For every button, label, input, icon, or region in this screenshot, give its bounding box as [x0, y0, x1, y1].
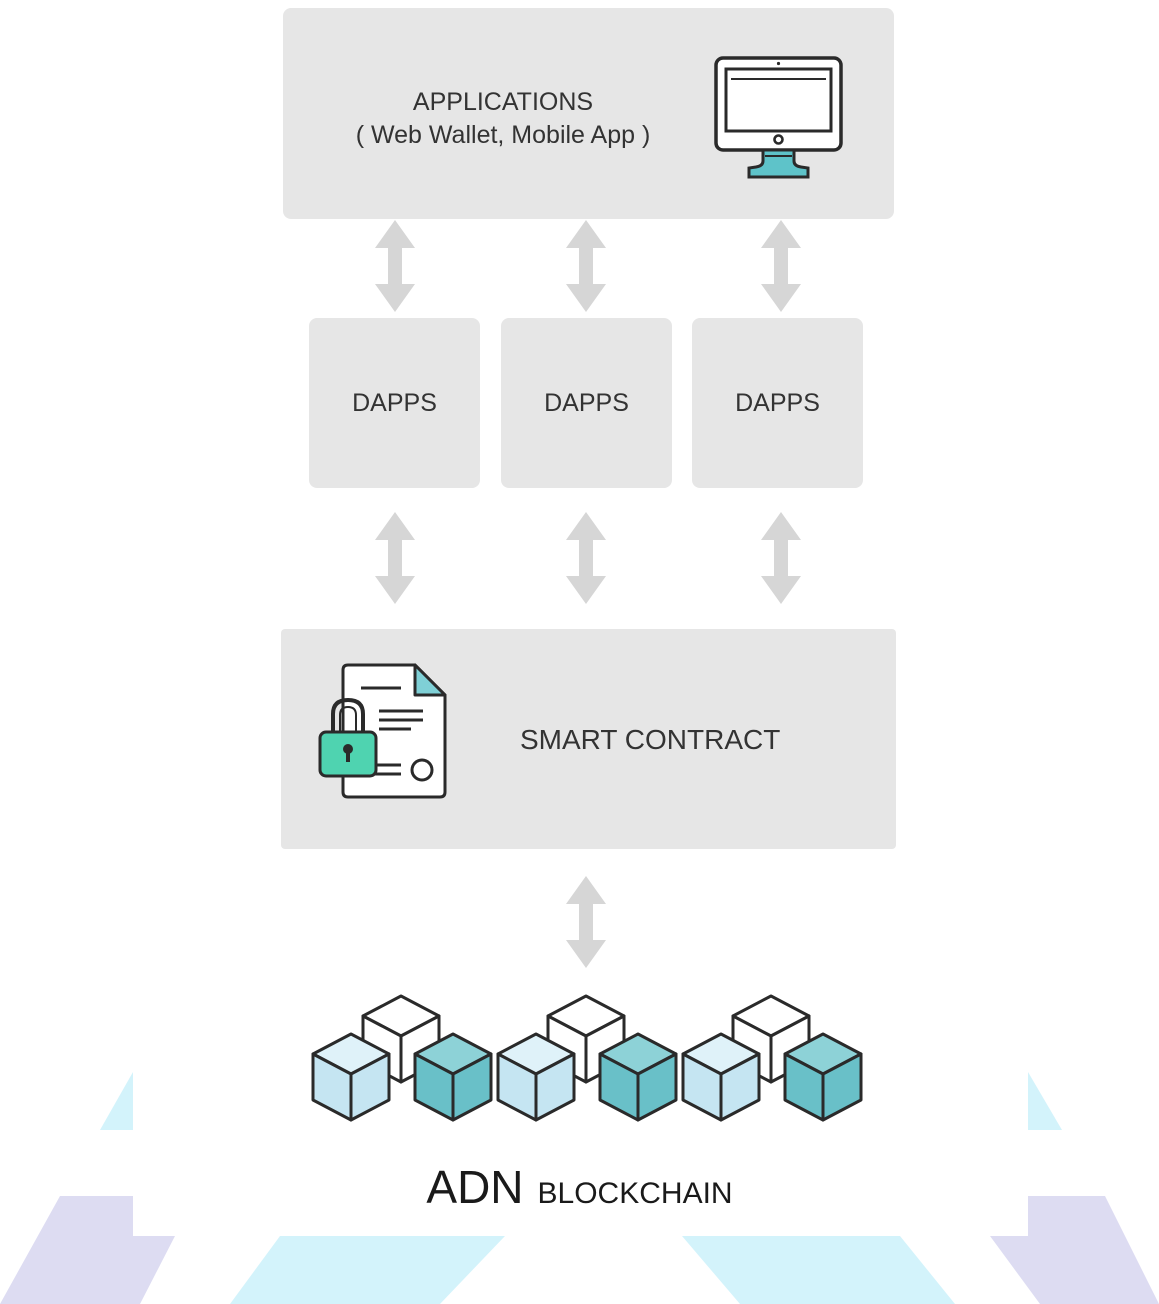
arrow-contract-blockchain: [566, 876, 606, 968]
arrow-dapp-contract-2: [566, 512, 606, 604]
dapp-label: DAPPS: [735, 388, 820, 417]
dapp-box-2: DAPPS: [501, 318, 672, 488]
applications-title: APPLICATIONS: [412, 88, 594, 116]
blockchain-name: ADN: [426, 1161, 524, 1213]
blockchain-word: BLOCKCHAIN: [537, 1177, 733, 1210]
dapp-box-1: DAPPS: [309, 318, 480, 488]
bg-shape-lavender-left: [0, 1196, 175, 1304]
dapp-box-3: DAPPS: [692, 318, 863, 488]
bg-shape-cyan-left-top: [100, 1072, 133, 1130]
cube-group-3: [681, 994, 863, 1122]
smart-contract-panel: SMART CONTRACT: [281, 629, 896, 849]
applications-text: APPLICATIONS ( Web Wallet, Mobile App ): [283, 86, 723, 152]
dapp-label: DAPPS: [352, 388, 437, 417]
arrow-dapp-contract-1: [375, 512, 415, 604]
monitor-icon: [714, 56, 843, 179]
bg-shape-cyan-bottom-right: [682, 1236, 955, 1304]
locked-contract-icon: [318, 663, 447, 799]
arrow-app-dapp-2: [566, 220, 606, 312]
cube-dark: [413, 1032, 493, 1122]
cube-group-2: [496, 994, 678, 1122]
arrow-dapp-contract-3: [761, 512, 801, 604]
bg-shape-lavender-right: [990, 1196, 1159, 1304]
bg-shape-cyan-bottom-left: [230, 1236, 505, 1304]
arrow-app-dapp-1: [375, 220, 415, 312]
bg-shape-cyan-right-top: [1028, 1072, 1062, 1130]
applications-subtitle: ( Web Wallet, Mobile App ): [355, 121, 651, 149]
blockchain-label: ADN BLOCKCHAIN: [0, 1160, 1159, 1214]
cube-light: [311, 1032, 391, 1122]
cube-group-1: [311, 994, 493, 1122]
dapp-label: DAPPS: [544, 388, 629, 417]
smart-contract-label: SMART CONTRACT: [520, 724, 781, 755]
applications-panel: APPLICATIONS ( Web Wallet, Mobile App ): [283, 8, 894, 219]
arrow-app-dapp-3: [761, 220, 801, 312]
blockchain-cubes-icon: [311, 994, 863, 1122]
